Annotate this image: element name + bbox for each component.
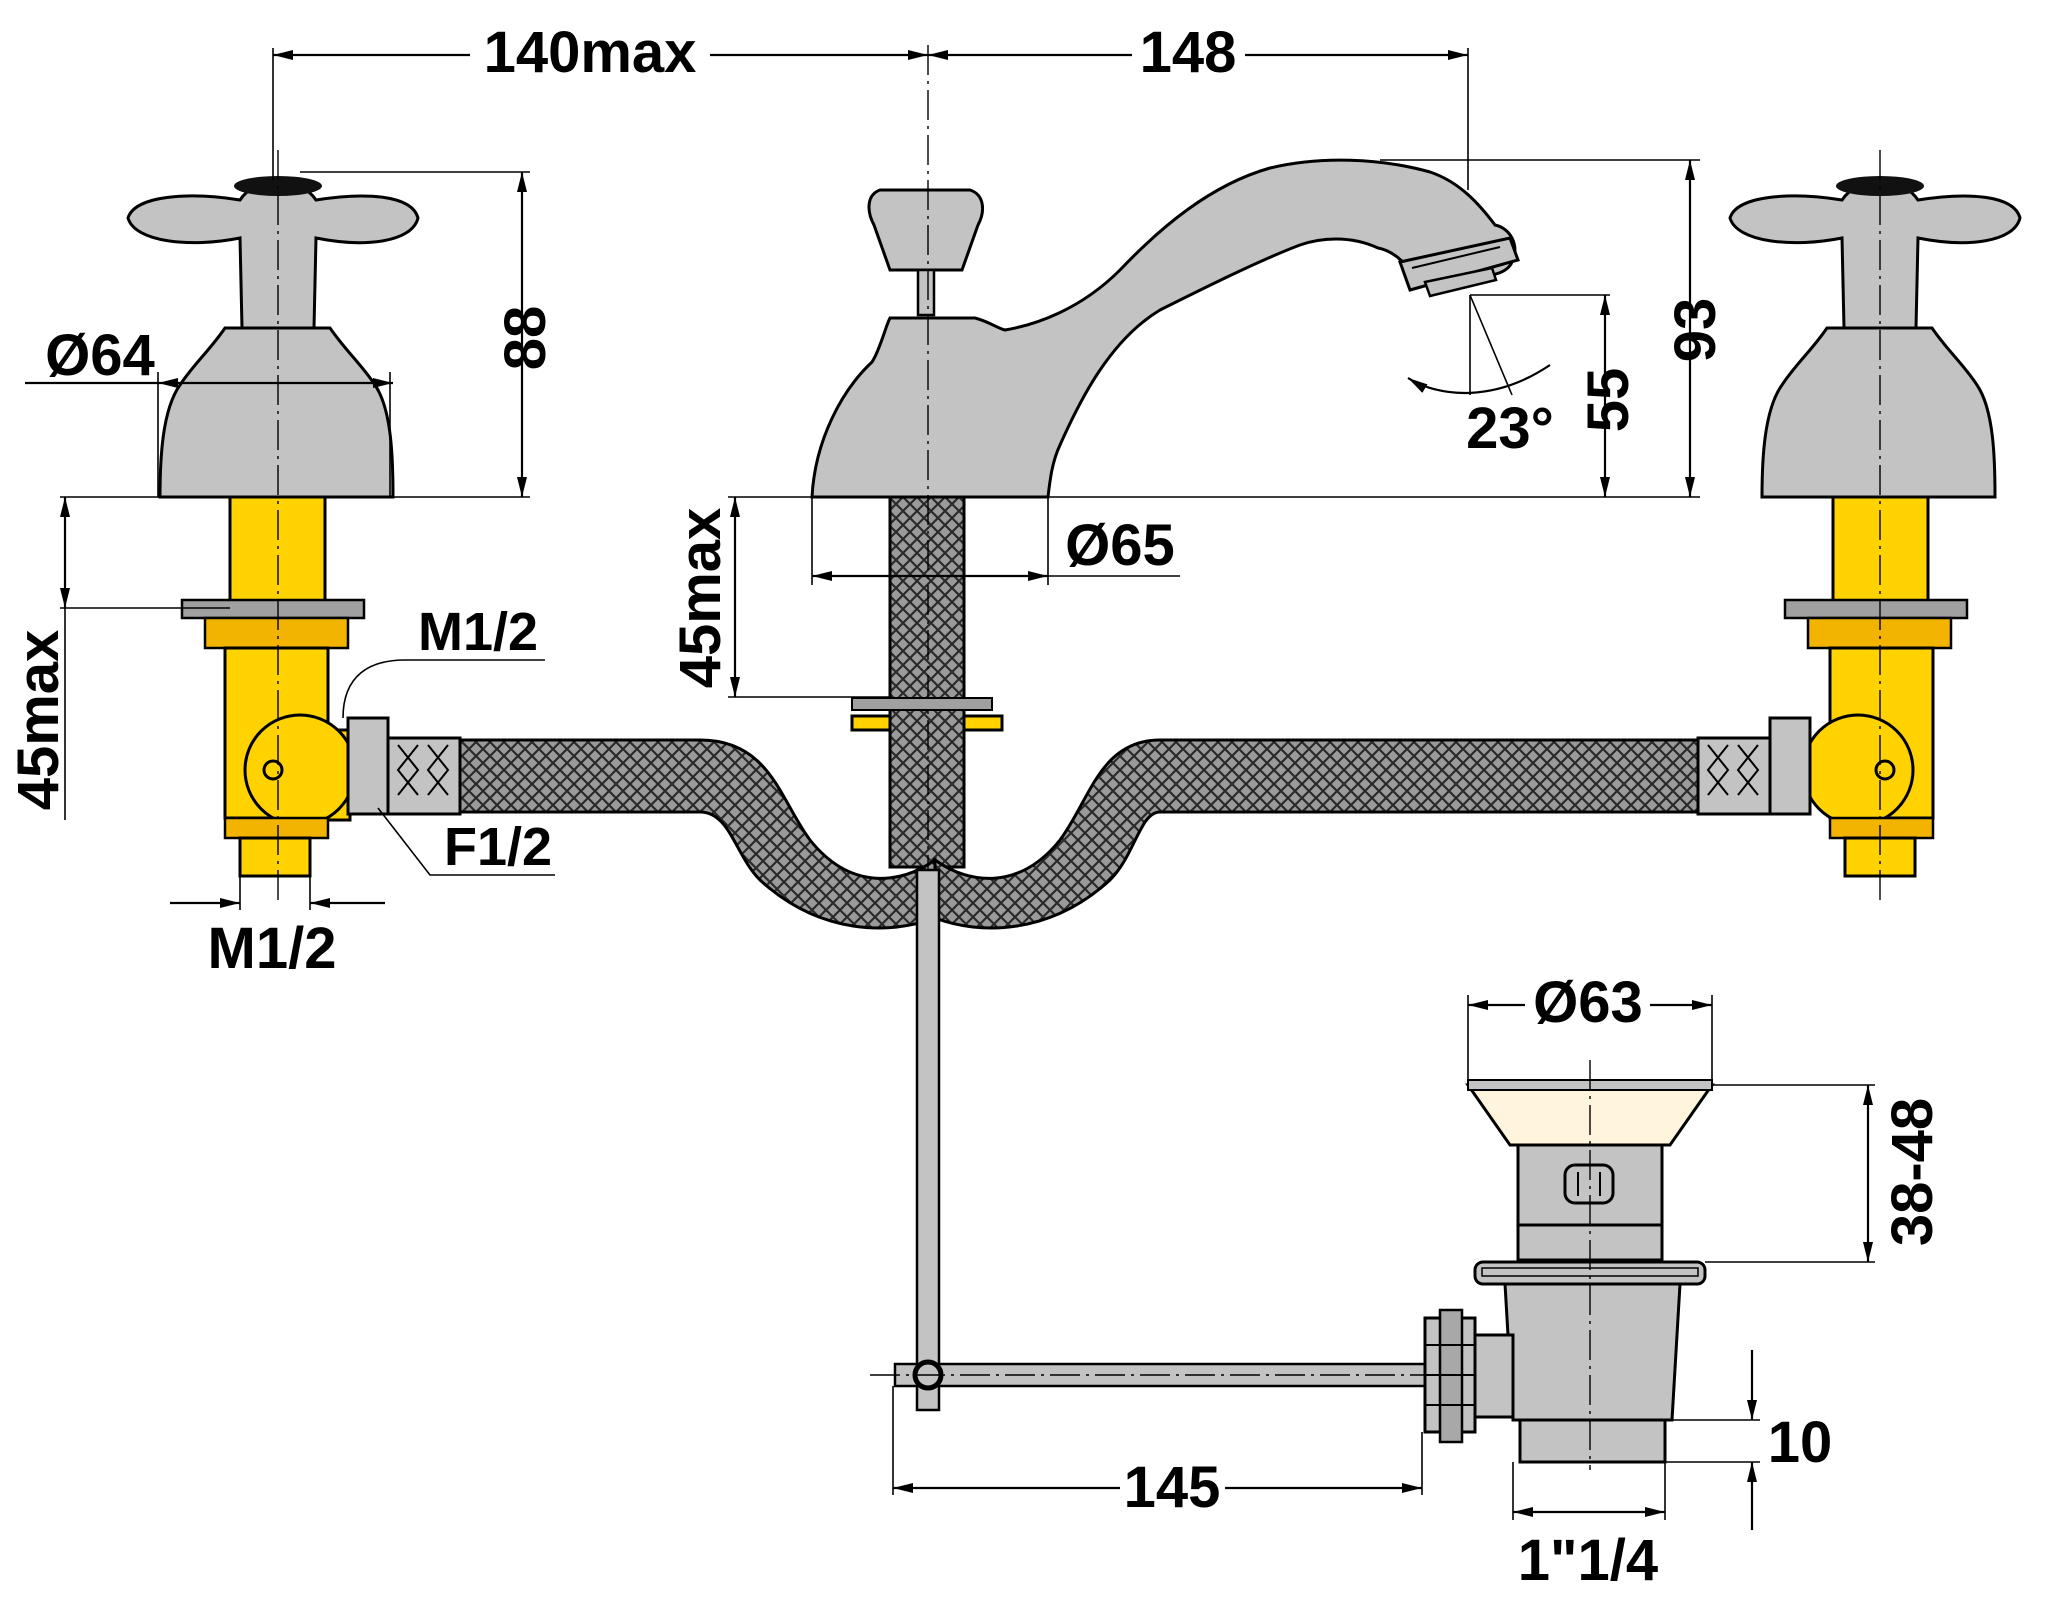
label-10: 10 [1768,1410,1833,1475]
right-hose-nut [1768,716,1812,816]
popup-vertical-rod [915,868,941,1412]
spout-assembly [810,45,1520,1410]
right-outlet-boss [1801,713,1915,827]
center-hose [888,495,966,869]
right-bottom-hex [1828,816,1935,840]
label-dia63: Ø63 [1533,970,1643,1035]
label-angle-23: 23° [1466,396,1554,461]
label-connector-m12: M1/2 [418,602,538,662]
center-washer [851,697,993,711]
right-cross-handle [1728,180,2022,330]
drain-tail [1518,1418,1667,1464]
right-washer [1783,598,1969,620]
center-nut-left [850,714,892,732]
spout-body [810,158,1517,499]
left-nut [203,616,350,650]
center-nut-right [962,714,1004,732]
left-valve [126,150,462,900]
label-148: 148 [1140,20,1237,85]
label-140max: 140max [484,20,697,85]
left-inlet-thread [238,836,312,878]
label-left-45max: 45max [6,630,71,811]
drain-assembly [1423,1060,1715,1470]
drain-body-lower [1503,1282,1682,1422]
right-valve-body [1760,326,1997,499]
left-valve-body [158,326,395,499]
center-mount [850,697,1004,732]
label-88: 88 [493,306,558,371]
label-drain-thread: 1"1/4 [1518,1528,1658,1593]
label-145: 145 [1124,1455,1221,1520]
dimension-labels: 140max 148 88 Ø64 45max M1/2 M1/2 F1/2 4… [6,20,1945,1593]
left-bottom-hex [223,816,330,840]
label-center-45max: 45max [668,508,733,689]
label-dia65: Ø65 [1065,513,1175,578]
right-hose [933,738,1707,930]
left-hose-ferrule [386,736,462,816]
dimension-lines [25,48,1875,1530]
label-dia64: Ø64 [45,323,155,388]
right-hose-ferrule [1696,736,1772,816]
popup-rod-top [916,268,936,317]
label-inlet-m12: M1/2 [208,916,337,981]
label-93: 93 [1663,298,1728,363]
label-55: 55 [1576,368,1641,433]
left-cross-handle [126,180,420,330]
popup-knob [867,188,984,272]
label-connector-f12: F1/2 [444,817,552,877]
left-outlet-boss [243,713,357,827]
spout-aerator [1398,236,1520,292]
right-valve [1696,150,2022,900]
left-hose-nut [346,716,390,816]
label-38-48: 38-48 [1880,1098,1945,1246]
drain-slot [1563,1163,1615,1205]
drain-side-port [1473,1333,1515,1419]
left-washer [180,598,366,620]
